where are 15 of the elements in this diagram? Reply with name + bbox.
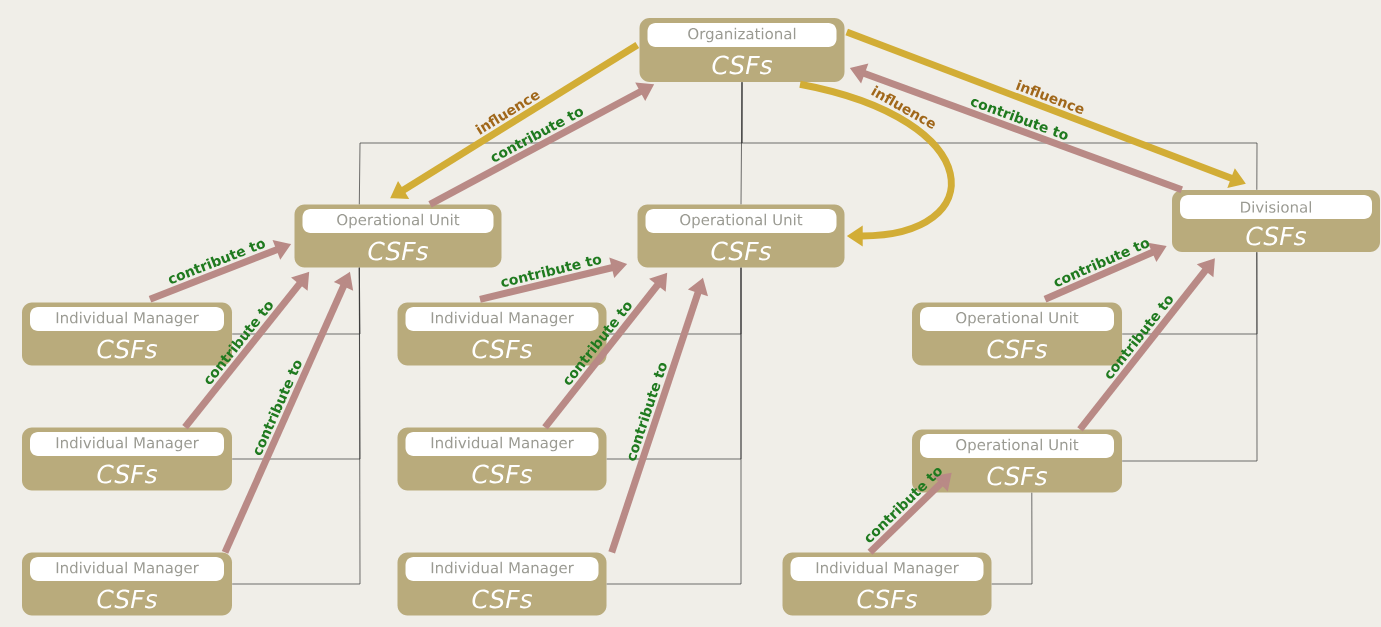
- arrow: [799, 80, 955, 247]
- connector-line: [741, 81, 1258, 191]
- csf-card: Individual Manager CSFs: [397, 552, 607, 616]
- csf-card: Individual Manager CSFs: [782, 552, 992, 616]
- connector-line: [991, 492, 1033, 585]
- connector-line: [231, 267, 361, 585]
- csf-card: Operational Unit CSFs: [294, 204, 502, 268]
- csf-card: Individual Manager CSFs: [397, 427, 607, 491]
- csf-card: Individual Manager CSFs: [22, 427, 232, 491]
- connector-line: [606, 267, 742, 585]
- connector-line: [1121, 251, 1258, 462]
- csf-card: Divisional CSFs: [1172, 190, 1380, 252]
- csf-card: Operational Unit CSFs: [637, 204, 845, 268]
- csf-card: Individual Manager CSFs: [22, 552, 232, 616]
- csf-card: Organizational CSFs: [639, 18, 845, 82]
